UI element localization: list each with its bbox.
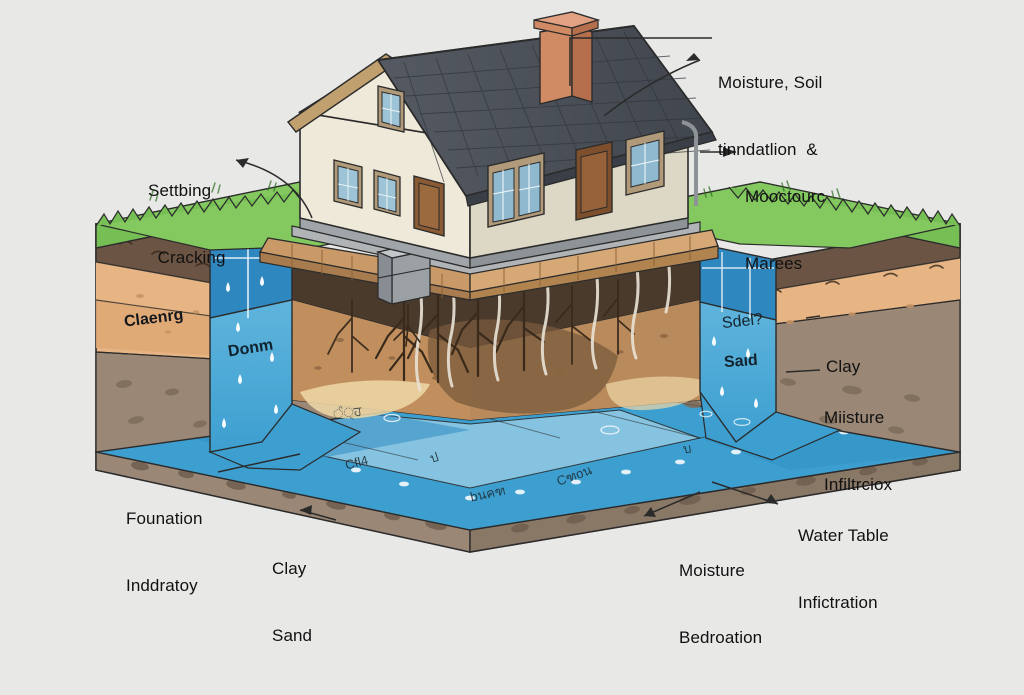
callout-clay-right: Clay	[826, 311, 860, 423]
callout-line-1: Moisture	[679, 560, 745, 580]
callout-wall-moisture: Mooctourc Marees	[745, 141, 825, 321]
foundation-platform	[258, 221, 719, 301]
callout-line-1: Founation	[126, 508, 203, 528]
illustration-canvas: Moisture, Soil tinndatlion & Mooctourc M…	[95, 11, 961, 648]
right-door	[575, 141, 613, 221]
callout-line-1: Settbing	[148, 180, 212, 200]
layer-label-sand-right: Saıd	[723, 351, 759, 372]
callout-line-1: Miisture	[824, 407, 885, 427]
callout-line-2: Sand	[272, 626, 313, 646]
callout-line-2: Infictration	[798, 593, 878, 613]
callout-line-1: Clay	[272, 558, 307, 578]
callout-line-2: Infiltrciox	[824, 475, 893, 495]
callout-settling-cracking: Settbing Cracking	[148, 135, 226, 315]
gable-window	[377, 85, 405, 133]
callout-line-1: Clay	[826, 356, 861, 376]
bedrock-layer	[95, 451, 961, 553]
callout-line-1: Moisture, Soil	[718, 72, 823, 92]
callout-moisture-infiltration-right: Miisture Infiltrciox	[824, 362, 892, 542]
callout-line-2: Marees	[745, 254, 803, 274]
callout-line-2: Inddratoy	[126, 576, 198, 596]
callout-line-2: Bedroation	[679, 628, 763, 648]
left-door	[413, 175, 445, 237]
callout-line-1: Mooctourc	[745, 186, 826, 206]
callout-foundation-hydration: Founation Inddratoy	[126, 463, 203, 643]
right-double-window	[487, 152, 545, 228]
left-windows	[333, 159, 401, 217]
tree-roots	[327, 279, 635, 384]
house	[286, 11, 717, 269]
right-window	[625, 130, 665, 196]
right-drainage-water	[699, 243, 842, 461]
callout-line-1: Water Table	[798, 525, 889, 545]
chimney	[533, 11, 601, 105]
cross-section-diagram	[95, 11, 961, 553]
callout-line-2: Cracking	[148, 248, 226, 268]
callout-line-2: tinndatlion &	[718, 140, 818, 160]
callout-moisture-bedrock: Moisture Bedroation	[679, 515, 762, 695]
callout-roof-moisture: Moisture, Soil tinndatlion &	[718, 27, 822, 207]
callout-clay-sand: Clay Sand	[272, 513, 312, 693]
callout-lines	[217, 37, 821, 521]
